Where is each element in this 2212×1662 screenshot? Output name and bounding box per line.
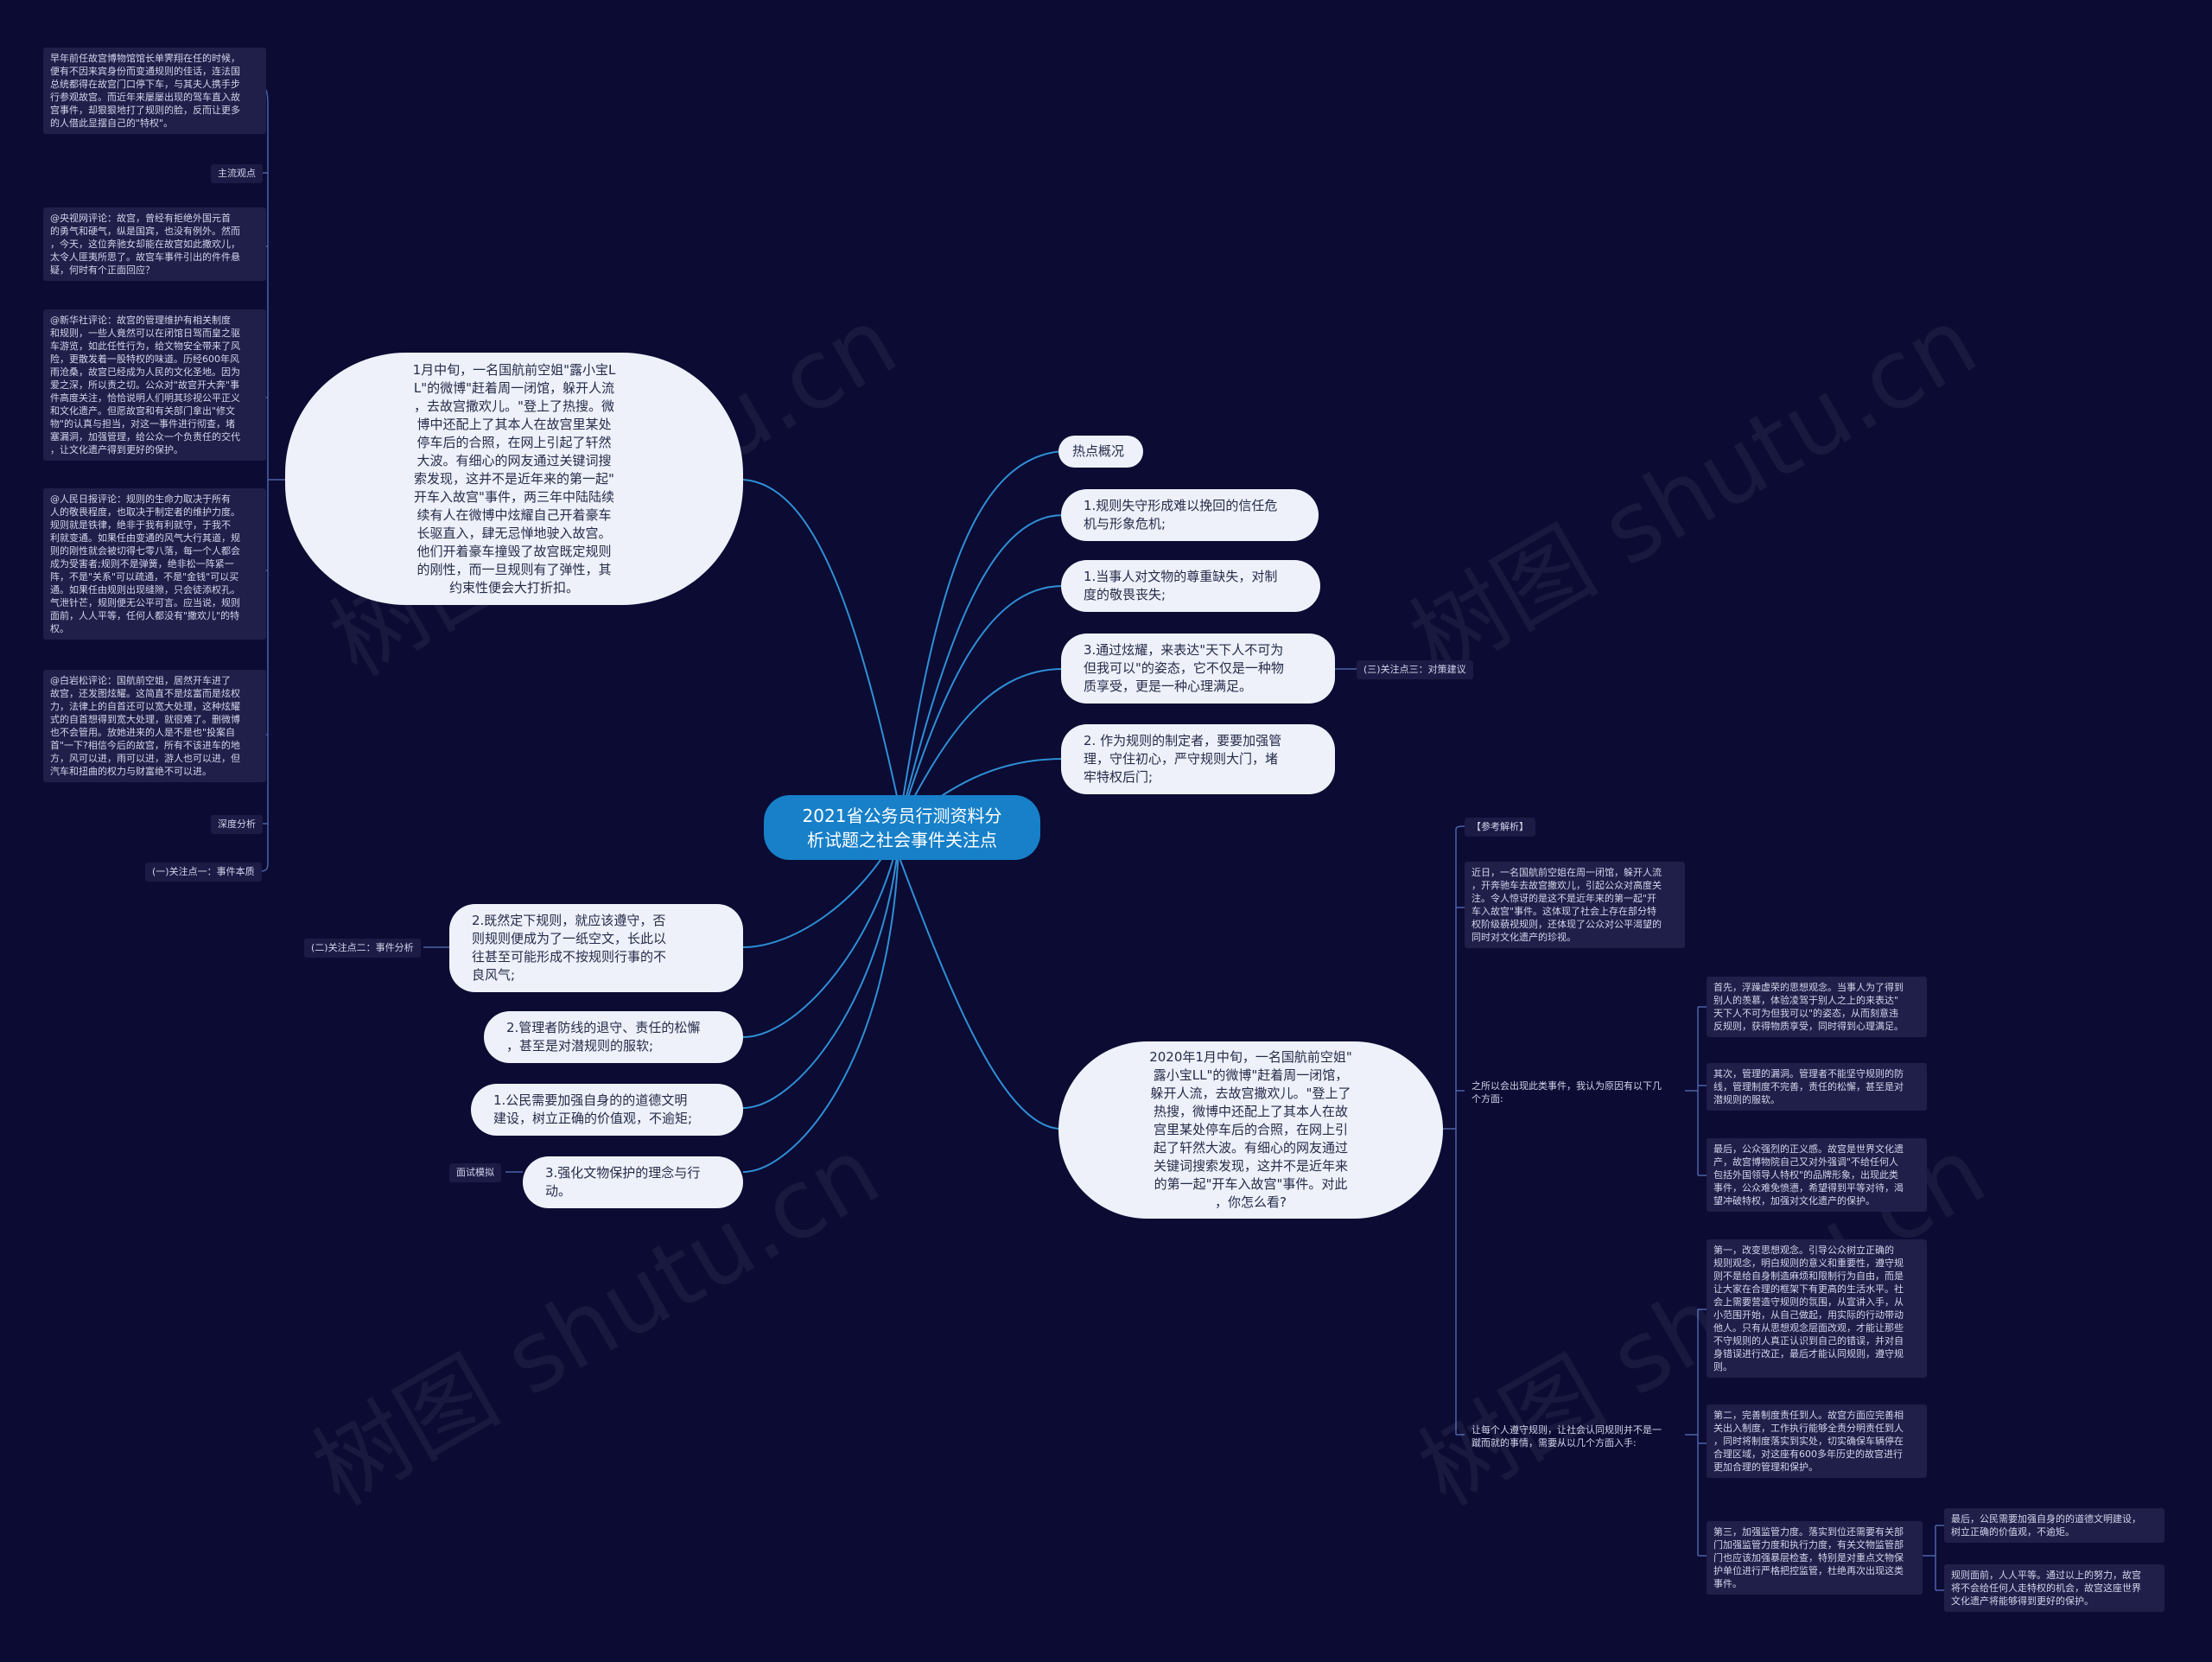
deep-analysis-tag[interactable]: 深度分析 — [211, 815, 263, 834]
xinhua-comment[interactable]: @新华社评论：故宫的管理维护有相关制度 和规则，一些人竟然可以在闭馆日驾而皇之驱… — [43, 309, 266, 461]
wire-r3 — [898, 668, 1064, 827]
wire-rblob — [898, 855, 1059, 1130]
right-event-question[interactable]: 2020年1月中旬，一名国航前空姐" 露小宝LL"的微博"赶着周一闭馆， 躲开人… — [1058, 1041, 1443, 1219]
analysis-intro[interactable]: 近日，一名国航前空姐在周一闭馆，躲开人流 ，开奔驰车去故宫撒欢儿，引起公众对高度… — [1465, 862, 1685, 948]
right-pill-trust-crisis[interactable]: 1.规则失守形成难以挽回的信任危 机与形象危机; — [1061, 489, 1319, 541]
hot-overview-pill[interactable]: 热点概况 — [1058, 436, 1143, 468]
wire-lp3 — [742, 842, 899, 1109]
right-pill-manager-duty[interactable]: 2. 作为规则的制定者，要要加强管 理，守住初心，严守规则大门，堵 牢特权后门; — [1061, 724, 1335, 794]
wire-r2 — [898, 585, 1064, 827]
measure-system[interactable]: 第二，完善制度责任到人。故宫方面应完善相 关出入制度，工作执行能够全责分明责任到… — [1707, 1404, 1927, 1478]
analysis-how[interactable]: 让每个人遵守规则，让社会认同规则并不是一 蹴而就的事情，需要从以几个方面入手: — [1471, 1424, 1662, 1449]
cctv-comment[interactable]: @央视网评论：故宫，曾经有拒绝外国元首 的勇气和硬气，纵是国宾，也没有例外。然而… — [43, 207, 266, 281]
left-pill-manager-retreat[interactable]: 2.管理者防线的退守、责任的松懈 ，甚至是对潜规则的服软; — [484, 1011, 743, 1063]
right-pill-respect-lost[interactable]: 1.当事人对文物的尊重缺失，对制 度的敬畏丧失; — [1061, 560, 1320, 612]
measure-supervision[interactable]: 第三，加强监管力度。落实到位还需要有关部 门加强监管力度和执行力度，有关文物监管… — [1707, 1521, 1923, 1595]
focus-two-tag[interactable]: (二)关注点二：事件分析 — [304, 939, 421, 958]
wire-r1 — [898, 514, 1064, 827]
final-equality[interactable]: 规则面前，人人平等。通过以上的努力，故宫 将不会给任何人走特权的机会，故宫这座世… — [1944, 1564, 2164, 1612]
mainstream-view-tag[interactable]: 主流观点 — [211, 164, 263, 183]
wire-hot — [898, 450, 1064, 827]
final-citizen[interactable]: 最后，公民需要加强自身的的道德文明建设， 树立正确的价值观，不逾矩。 — [1944, 1508, 2164, 1543]
left-pill-heritage-protection[interactable]: 3.强化文物保护的理念与行动。 — [523, 1156, 743, 1208]
peoples-daily-comment[interactable]: @人民日报评论：规则的生命力取决于所有 人的敬畏程度，也取决于制定者的维护力度。… — [43, 488, 266, 640]
reason-management[interactable]: 其次，管理的漏洞。管理者不能坚守规则的防 线，管理制度不完善，责任的松懈，甚至是… — [1707, 1063, 1927, 1111]
center-topic[interactable]: 2021省公务员行测资料分 析试题之社会事件关注点 — [764, 795, 1040, 860]
reason-justice[interactable]: 最后，公众强烈的正义感。故宫是世界文化遗 产，故宫博物院自己又对外强调"不给任何… — [1707, 1138, 1927, 1212]
left-pill-citizen-morality[interactable]: 1.公民需要加强自身的的道德文明 建设，树立正确的价值观，不逾矩; — [471, 1084, 743, 1136]
wire-lblob — [742, 479, 899, 805]
measure-mindset[interactable]: 第一，改变思想观念。引导公众树立正确的 规则观念，明白规则的意义和重要性，遵守规… — [1707, 1239, 1927, 1378]
focus-three-tag[interactable]: (三)关注点三：对策建议 — [1357, 660, 1473, 679]
right-pill-show-off[interactable]: 3.通过炫耀，来表达"天下人不可为 但我可以"的姿态，它不仅是一种物 质享受，更… — [1061, 634, 1335, 704]
focus-one-tag[interactable]: (一)关注点一：事件本质 — [145, 863, 262, 882]
far-left-note[interactable]: 早年前任故宫博物馆馆长单霁翔在任的时候， 便有不因来宾身份而变通规则的佳话，连法… — [43, 48, 266, 134]
analysis-why[interactable]: 之所以会出现此类事件，我认为原因有以下几 个方面: — [1471, 1080, 1662, 1105]
bai-yansong-comment[interactable]: @白岩松评论：国航前空姐，居然开车进了 故宫，还发图炫耀。这简直不是炫富而是炫权… — [43, 670, 266, 782]
interview-sim-tag[interactable]: 面试模拟 — [449, 1163, 501, 1182]
reference-analysis-tag[interactable]: 【参考解析】 — [1465, 818, 1535, 837]
wire-lp4 — [742, 846, 899, 1173]
left-pill-rule-follow[interactable]: 2.既然定下规则，就应该遵守，否 则规则便成为了一纸空文，长此以 往甚至可能形成… — [449, 904, 743, 992]
wire-lp2 — [742, 837, 899, 1038]
reason-vanity[interactable]: 首先，浮躁虚荣的思想观念。当事人为了得到 别人的羡慕，体验凌驾于别人之上的来表达… — [1707, 977, 1927, 1037]
left-event-summary[interactable]: 1月中旬，一名国航前空姐"露小宝L L"的微博"赶着周一闭馆，躲开人流 ，去故宫… — [285, 353, 743, 605]
